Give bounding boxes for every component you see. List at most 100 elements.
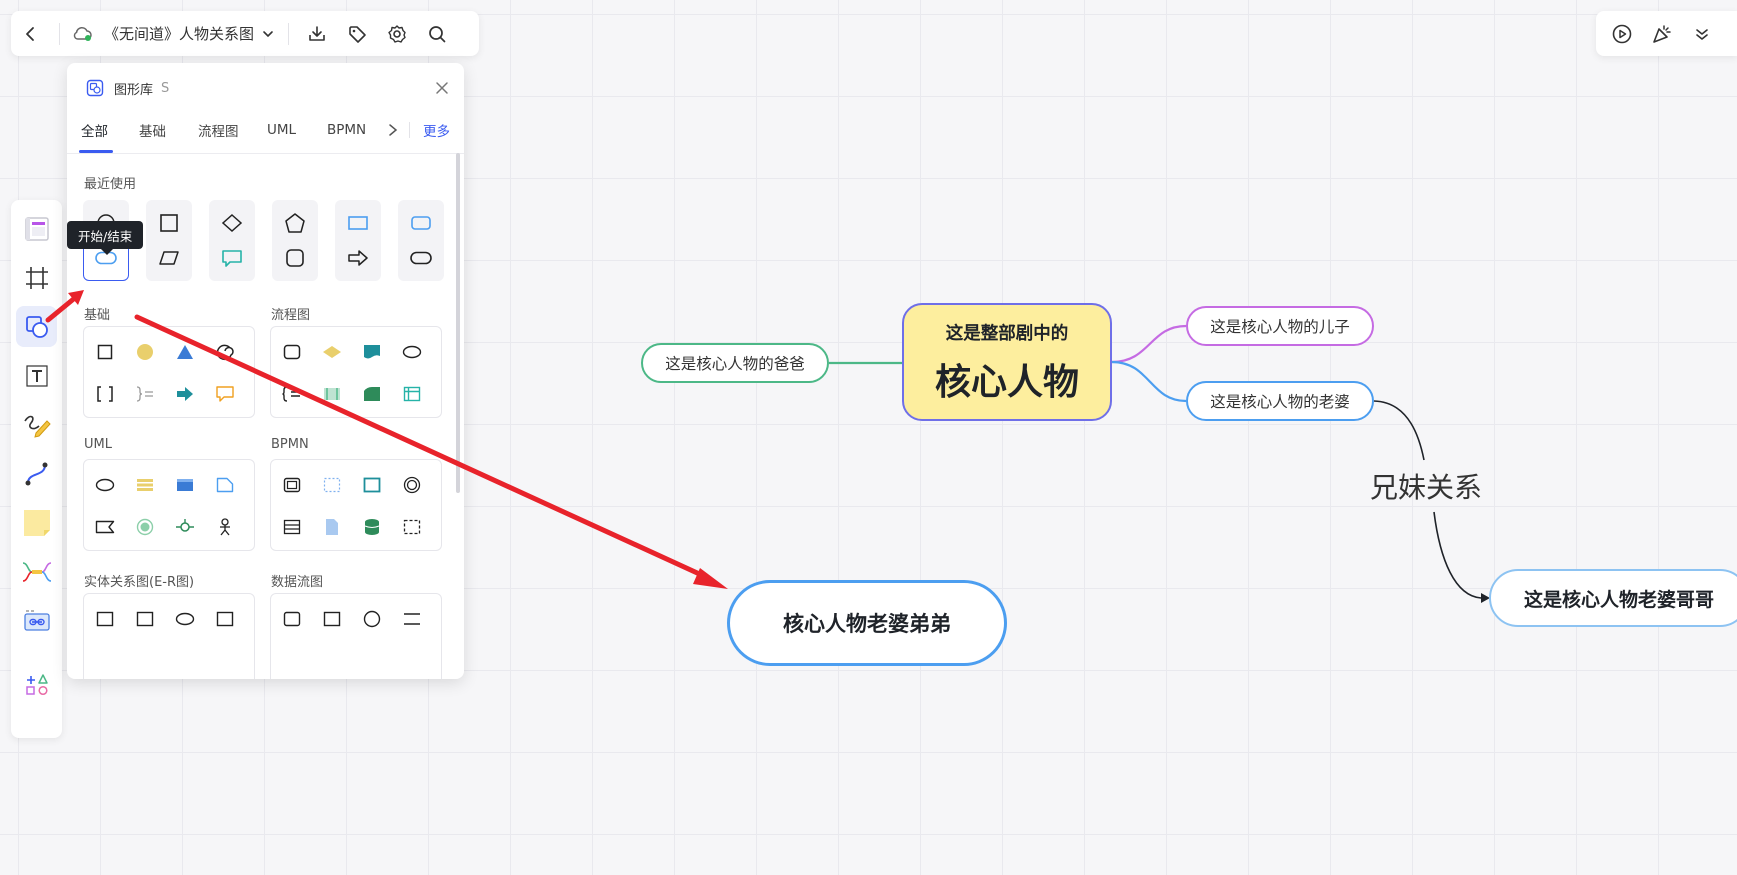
- uml-actor[interactable]: [212, 514, 238, 540]
- mindmap-tool[interactable]: [16, 551, 57, 592]
- uml-use-case[interactable]: [92, 472, 118, 498]
- back-button[interactable]: [11, 14, 51, 54]
- bpmn-intermediate-event[interactable]: [399, 472, 425, 498]
- rectangle-shape-icon: [348, 216, 368, 230]
- wife-younger-brother-node[interactable]: 核心人物老婆弟弟: [727, 580, 1007, 666]
- father-node[interactable]: 这是核心人物的爸爸: [641, 343, 829, 383]
- frame-tool[interactable]: [16, 257, 57, 298]
- export-button[interactable]: [297, 14, 337, 54]
- more-apps-icon: [25, 673, 48, 695]
- uml-component[interactable]: [172, 472, 198, 498]
- er-entity[interactable]: [92, 606, 118, 632]
- basic-section-title: 基础: [84, 308, 111, 323]
- bpmn-subprocess[interactable]: [279, 472, 305, 498]
- central-topic-title: 核心人物: [934, 361, 1079, 403]
- uml-signal[interactable]: [92, 514, 118, 540]
- sticky-note-tool[interactable]: [16, 502, 57, 543]
- link-card-icon: [23, 609, 50, 631]
- data-object-shape-icon: [326, 519, 338, 535]
- recent-shape-rounded-square[interactable]: [272, 235, 318, 281]
- recent-shape-arrow[interactable]: [335, 235, 381, 281]
- basic-square[interactable]: [92, 339, 118, 365]
- dataflow-entity[interactable]: [319, 606, 345, 632]
- document-title-menu[interactable]: 《无间道》人物关系图: [68, 14, 280, 54]
- tab-basic[interactable]: 基础: [139, 124, 166, 140]
- flow-process[interactable]: [279, 339, 305, 365]
- flow-terminator[interactable]: [399, 339, 425, 365]
- basic-triangle[interactable]: [172, 339, 198, 365]
- template-tool[interactable]: [16, 208, 57, 249]
- er-table[interactable]: [212, 606, 238, 632]
- recent-shape-parallelogram[interactable]: [146, 235, 192, 281]
- sibling-relation-line: [1373, 400, 1425, 461]
- basic-callout[interactable]: [212, 381, 238, 407]
- tab-flowchart[interactable]: 流程图: [198, 124, 239, 140]
- basic-brace[interactable]: [132, 381, 158, 407]
- search-button[interactable]: [417, 14, 457, 54]
- flow-manual-input[interactable]: [359, 381, 385, 407]
- uml-note[interactable]: [212, 472, 238, 498]
- uml-class[interactable]: [132, 472, 158, 498]
- basic-circle[interactable]: [132, 339, 158, 365]
- flow-document[interactable]: [359, 339, 385, 365]
- tag-button[interactable]: [337, 14, 377, 54]
- flow-internal-storage[interactable]: [399, 381, 425, 407]
- tab-bpmn[interactable]: BPMN: [327, 122, 367, 138]
- bpmn-task[interactable]: [359, 472, 385, 498]
- shape-tool[interactable]: [16, 306, 57, 347]
- basic-spiral[interactable]: [212, 339, 238, 365]
- celebrate-button[interactable]: [1642, 14, 1682, 54]
- search-icon: [429, 25, 446, 42]
- brace-shape-icon: [136, 386, 153, 402]
- bpmn-data-object[interactable]: [319, 514, 345, 540]
- bpmn-data-store[interactable]: [359, 514, 385, 540]
- more-apps-tool[interactable]: [16, 664, 57, 705]
- link-card-tool[interactable]: [16, 600, 57, 641]
- annotation-arrowhead-long: [693, 568, 728, 589]
- wife-brother-node[interactable]: 这是核心人物老婆哥哥: [1489, 569, 1737, 627]
- wife-node[interactable]: 这是核心人物的老婆: [1186, 381, 1374, 421]
- flow-decision[interactable]: [319, 339, 345, 365]
- stadium-shape-icon: [410, 251, 432, 265]
- more-menu-button[interactable]: [1682, 14, 1722, 54]
- er-section-title: 实体关系图(E-R图): [84, 575, 195, 590]
- recent-shape-callout[interactable]: [209, 235, 255, 281]
- uml-final-state[interactable]: [132, 514, 158, 540]
- uml-interface[interactable]: [172, 514, 198, 540]
- son-node[interactable]: 这是核心人物的儿子: [1186, 306, 1374, 346]
- tab-uml[interactable]: UML: [267, 122, 297, 138]
- flowchart-section-title: 流程图: [271, 308, 311, 323]
- central-topic-node[interactable]: 这是整部剧中的 核心人物: [902, 303, 1112, 421]
- tabs-scroll-right-button[interactable]: [387, 106, 399, 154]
- circle-shape-icon: [363, 610, 381, 628]
- present-button[interactable]: [1602, 14, 1642, 54]
- recent-shape-stadium[interactable]: [398, 235, 444, 281]
- group-shape-icon: [323, 477, 341, 493]
- basic-arrow[interactable]: [172, 381, 198, 407]
- relation-label[interactable]: 兄妹关系: [1370, 471, 1483, 504]
- settings-button[interactable]: [377, 14, 417, 54]
- connector-tool[interactable]: [16, 453, 57, 494]
- flow-predefined-process[interactable]: [319, 381, 345, 407]
- dataflow-store[interactable]: [399, 606, 425, 632]
- play-icon: [1612, 24, 1632, 43]
- tab-all[interactable]: 全部: [81, 124, 108, 140]
- bpmn-group[interactable]: [319, 472, 345, 498]
- dataflow-circle[interactable]: [359, 606, 385, 632]
- tooltip-arrow: [101, 249, 113, 255]
- flow-annotation[interactable]: [279, 381, 305, 407]
- text-tool[interactable]: [16, 355, 57, 396]
- bpmn-pool[interactable]: [279, 514, 305, 540]
- close-panel-button[interactable]: [432, 78, 452, 98]
- er-weak-entity[interactable]: [132, 606, 158, 632]
- panel-scrollbar[interactable]: [456, 153, 460, 493]
- sticky-note-icon: [23, 509, 50, 536]
- pen-tool[interactable]: [16, 404, 57, 445]
- dataflow-process[interactable]: [279, 606, 305, 632]
- frame-icon: [25, 266, 48, 289]
- table-shape-icon: [216, 611, 234, 627]
- basic-brackets[interactable]: [92, 381, 118, 407]
- bpmn-group-dashed[interactable]: [399, 514, 425, 540]
- er-attribute[interactable]: [172, 606, 198, 632]
- tab-more[interactable]: 更多: [423, 124, 450, 140]
